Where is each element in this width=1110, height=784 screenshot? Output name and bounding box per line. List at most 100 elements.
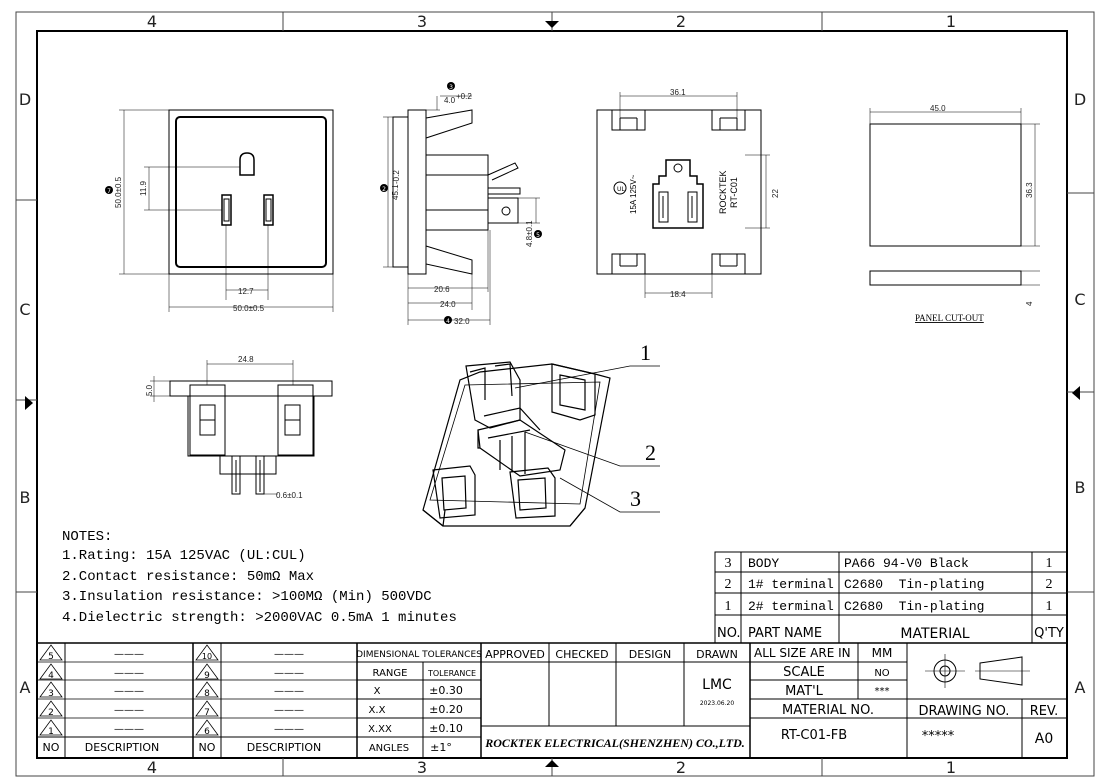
rev-right-num: 7 xyxy=(204,708,210,718)
bom-row-no: 3 xyxy=(725,556,732,571)
tol-value: ±0.10 xyxy=(429,722,463,735)
tol-range-label: RANGE xyxy=(373,668,408,679)
zone-bottom-4: 4 xyxy=(147,758,157,777)
iso-label-2: 2 xyxy=(645,440,656,465)
cutout-view xyxy=(869,108,1040,286)
center-mark-left xyxy=(25,396,33,410)
scale-value: NO xyxy=(874,668,889,679)
zone-bottom-2: 2 xyxy=(676,758,686,777)
mat-label: MAT'L xyxy=(785,684,824,699)
zone-left-a: A xyxy=(20,678,31,697)
zone-bottom-3: 3 xyxy=(417,758,427,777)
side-balloon-term xyxy=(534,230,542,238)
tol-value: ±0.20 xyxy=(429,703,463,716)
bom-row-no: 2 xyxy=(725,577,732,592)
bom-header-part: PART NAME xyxy=(748,626,822,641)
bom-row-material: PA66 94-V0 Black xyxy=(844,556,969,571)
bom-row-qty: 2 xyxy=(1046,577,1053,592)
cutout-label: PANEL CUT-OUT xyxy=(915,313,984,323)
rear-brand: ROCKTEK xyxy=(718,170,728,214)
ul-mark-icon: UL xyxy=(613,181,627,195)
bom-row-qty: 1 xyxy=(1046,599,1053,614)
side-dim-height: 45.1 xyxy=(391,184,400,200)
rev-arrow: ——— xyxy=(274,668,304,679)
zone-top-4: 4 xyxy=(147,12,157,31)
zone-left-d: D xyxy=(19,90,31,109)
cutout-dim-width: 45.0 xyxy=(930,104,946,113)
note-4: 4.Dielectric strength: >2000VAC 0.5mA 1 … xyxy=(62,610,457,626)
size-label: ALL SIZE ARE IN xyxy=(754,646,851,660)
side-view xyxy=(383,95,540,325)
drawing-no-label: DRAWING NO. xyxy=(919,704,1010,719)
tol-range: X xyxy=(374,686,381,697)
rev-left-num: 2 xyxy=(48,708,54,718)
bom-row-part: 1# terminal xyxy=(748,577,834,592)
revision-table: 5 4 3 2 1 10 9 8 7 6 ——— ——— ——— ——— ———… xyxy=(39,644,321,754)
bom-header-material: MATERIAL xyxy=(900,626,969,642)
rear-view xyxy=(596,92,770,298)
drawn-label: DRAWN xyxy=(696,648,738,661)
drawn-date: 2023.06.20 xyxy=(700,700,735,707)
rev-value: A0 xyxy=(1035,731,1053,747)
rev-col-desc: DESCRIPTION xyxy=(85,741,159,754)
zone-top-2: 2 xyxy=(676,12,686,31)
note-1: 1.Rating: 15A 125VAC (UL:CUL) xyxy=(62,548,306,564)
zone-right-a: A xyxy=(1075,678,1086,697)
center-mark-bottom xyxy=(545,760,559,767)
tol-tol-label: TOLERANCE xyxy=(427,669,476,678)
zone-right-c: C xyxy=(1074,290,1085,309)
rev-left-num: 4 xyxy=(48,671,54,681)
projection-symbol-icon xyxy=(925,654,1030,688)
zone-right-d: D xyxy=(1074,90,1086,109)
outer-frame xyxy=(15,11,1095,777)
title-block xyxy=(37,642,1067,758)
tol-range: ANGLES xyxy=(369,743,409,754)
bottom-view xyxy=(150,360,333,495)
mat-value: *** xyxy=(875,686,890,697)
side-balloon-side-num: 2 xyxy=(382,186,386,193)
side-balloon-bottom-num: 4 xyxy=(446,318,450,325)
rev-arrow: ——— xyxy=(274,686,304,697)
rev-arrow: ——— xyxy=(114,705,144,716)
front-view xyxy=(119,109,334,312)
bom-row-material: C2680 Tin-plating xyxy=(844,599,984,614)
rev-arrow: ——— xyxy=(274,724,304,735)
front-dim-slot: 11.9 xyxy=(139,180,148,196)
side-dim-a: 20.6 xyxy=(434,285,450,294)
material-no: RT-C01-FB xyxy=(781,728,847,743)
bottom-dim-pin: 0.6±0.1 xyxy=(276,491,303,500)
side-balloon-top-num: 3 xyxy=(449,84,453,91)
rev-arrow: ——— xyxy=(274,649,304,660)
side-dim-top-tol: +0.2 xyxy=(456,92,472,101)
bom-row-qty: 1 xyxy=(1046,556,1053,571)
front-balloon-num: 7 xyxy=(107,188,111,195)
front-dim-width: 50.0±0.5 xyxy=(233,304,265,313)
rev-col-desc: DESCRIPTION xyxy=(247,741,321,754)
rev-arrow: ——— xyxy=(114,668,144,679)
side-dim-c: 32.0 xyxy=(454,317,470,326)
zone-top-1: 1 xyxy=(946,12,956,31)
size-unit: MM xyxy=(872,646,893,660)
rev-label: REV. xyxy=(1030,704,1059,719)
center-mark-right xyxy=(1072,386,1080,400)
rev-right-num: 9 xyxy=(204,671,210,681)
material-no-label: MATERIAL NO. xyxy=(782,703,874,718)
rev-col-no: NO xyxy=(199,741,216,754)
rev-left-num: 3 xyxy=(48,689,54,699)
tol-value: ±1° xyxy=(430,741,452,754)
rev-arrow: ——— xyxy=(114,724,144,735)
side-balloon-top xyxy=(447,82,455,90)
drawing-no: ***** xyxy=(922,729,955,744)
tol-range: X.X xyxy=(369,705,386,716)
bom-row-part: BODY xyxy=(748,556,779,571)
notes-heading: NOTES: xyxy=(62,529,112,545)
tol-value: ±0.30 xyxy=(429,684,463,697)
iso-view xyxy=(422,361,611,527)
rev-right-num: 8 xyxy=(204,689,210,699)
rev-left-num: 5 xyxy=(48,652,54,662)
tol-title: DIMENSIONAL TOLERANCES xyxy=(356,650,482,660)
note-3: 3.Insulation resistance: >100MΩ (Min) 50… xyxy=(62,589,432,605)
drawn-by: LMC xyxy=(702,677,732,693)
bottom-dim-height: 5.0 xyxy=(145,384,154,396)
iso-label-1: 1 xyxy=(640,340,651,365)
